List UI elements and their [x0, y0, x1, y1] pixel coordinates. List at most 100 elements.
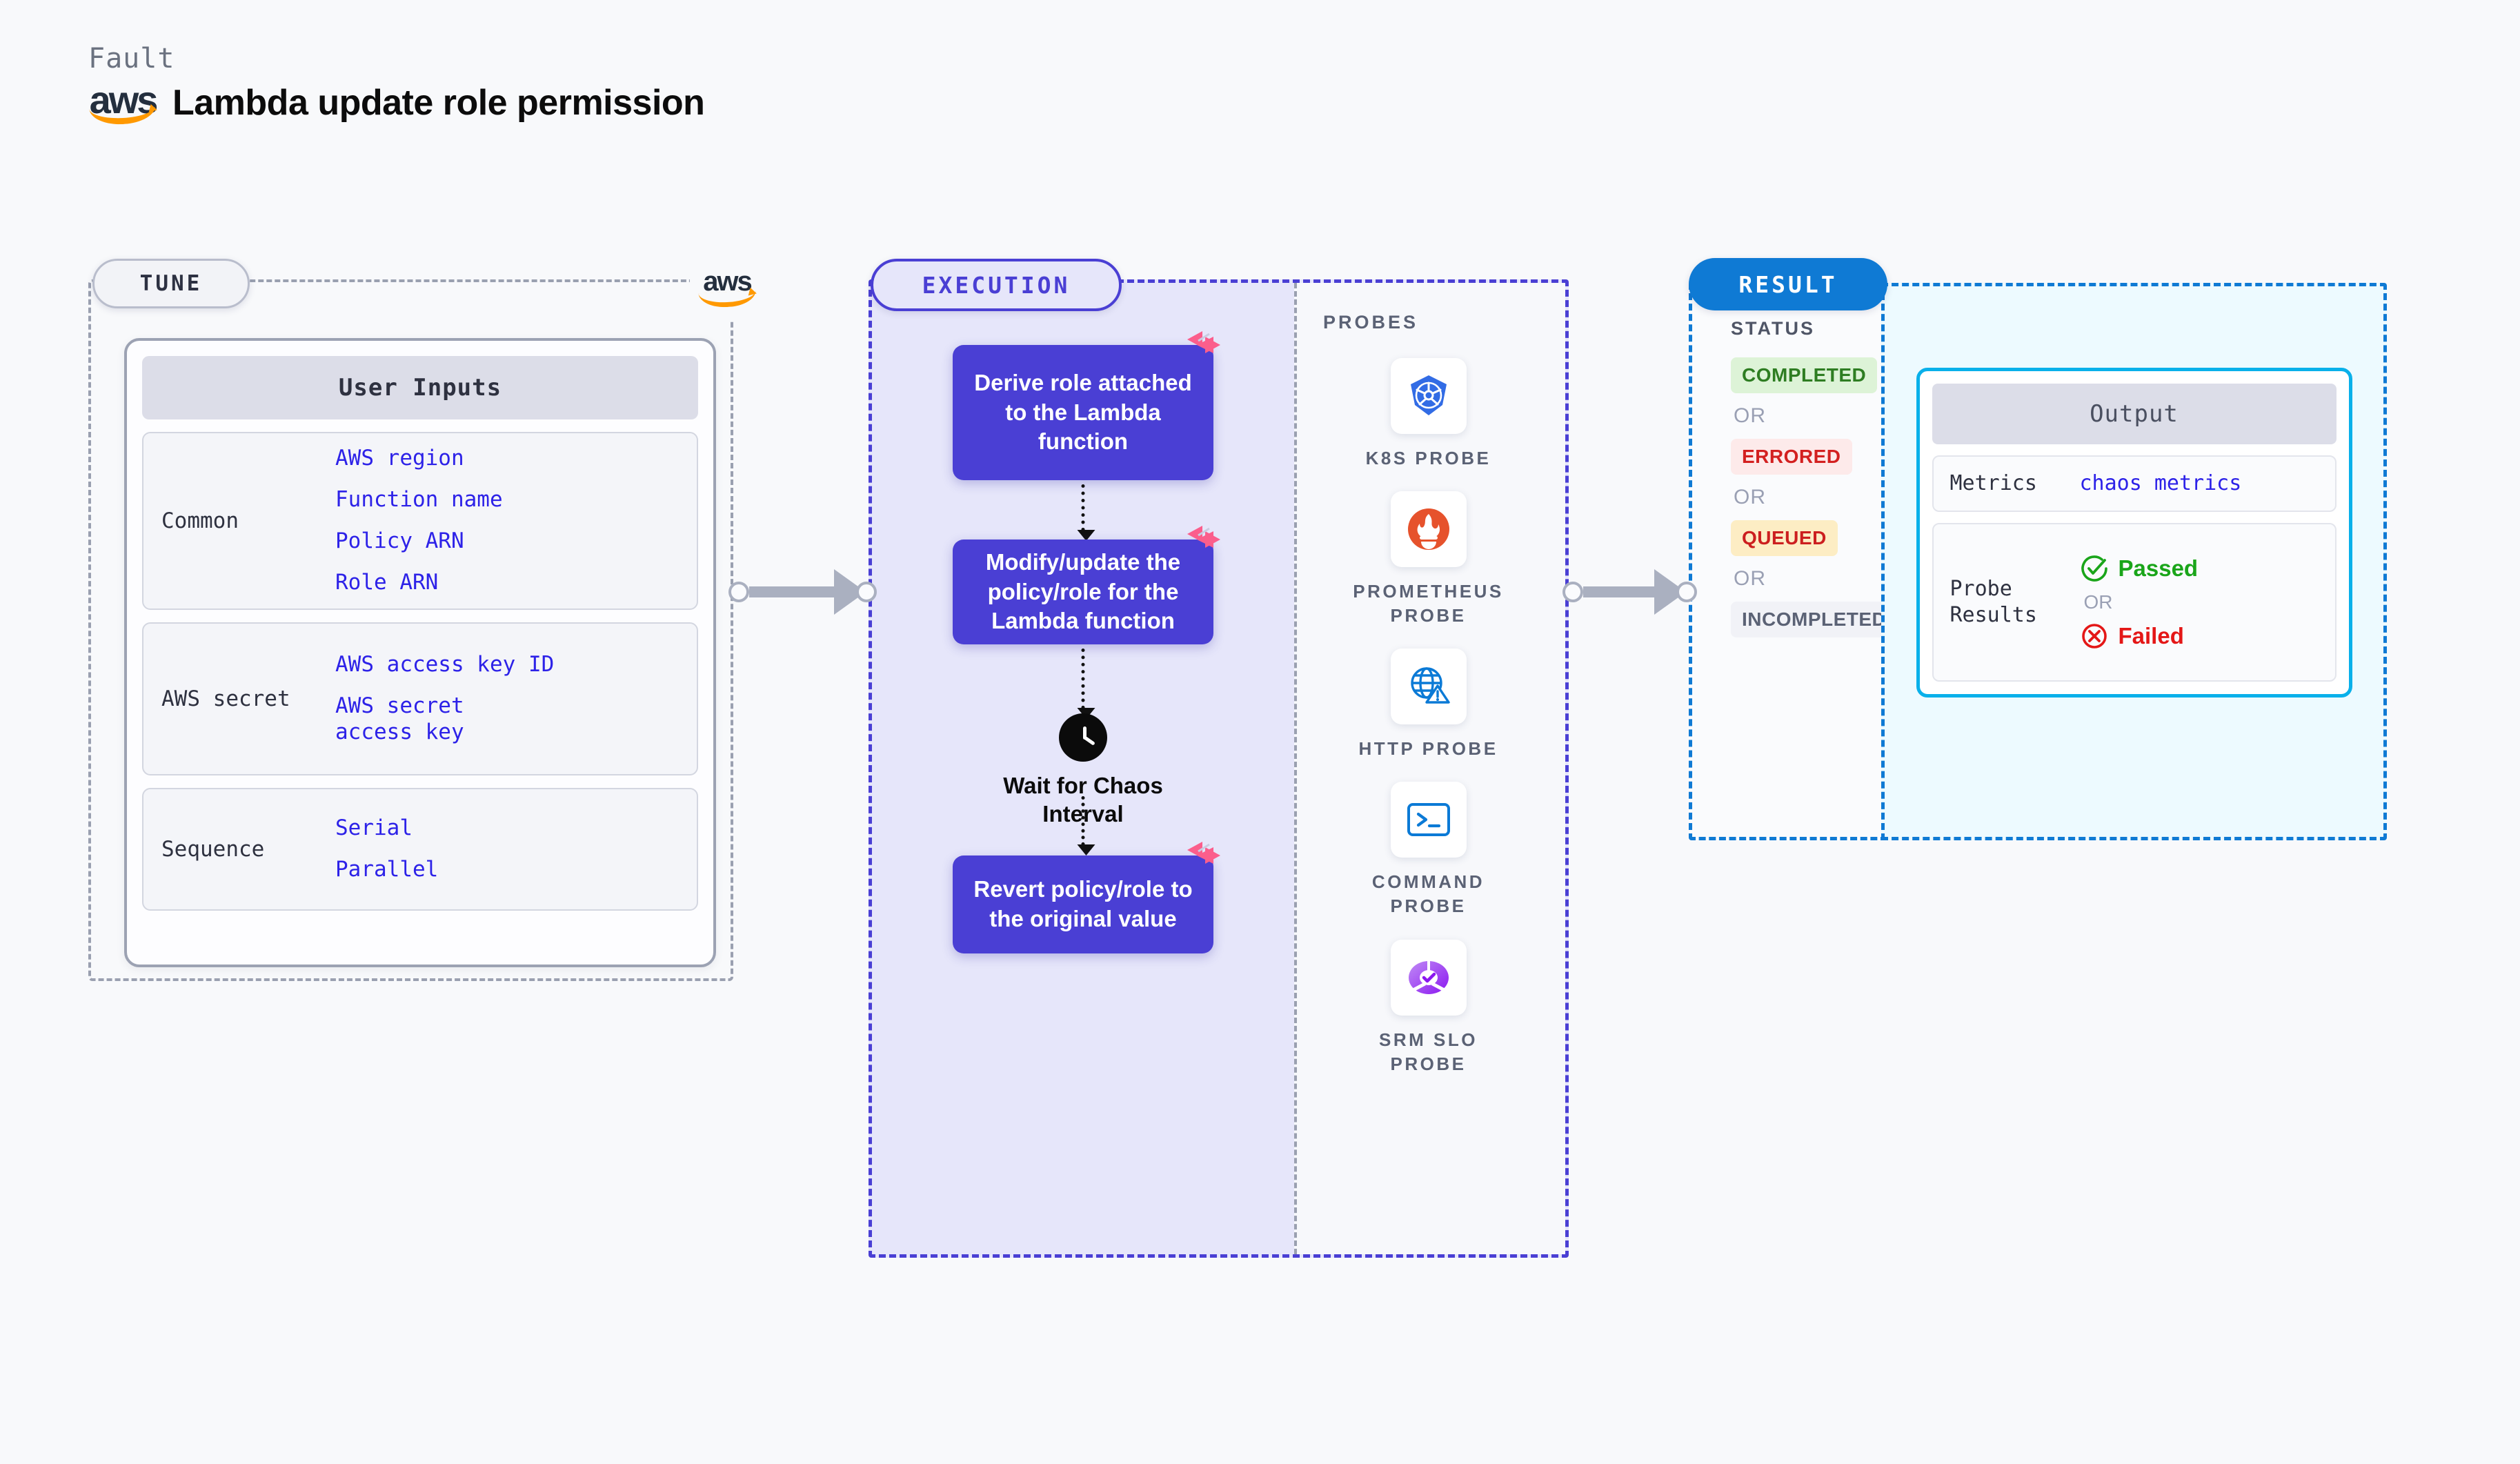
status-badge-completed: COMPLETED [1731, 357, 1878, 393]
metrics-label: Metrics [1949, 471, 2037, 495]
aws-swoosh-icon [89, 105, 157, 126]
connector-start-dot [728, 582, 749, 602]
output-row-metrics: Metrics chaos metrics [1932, 455, 2337, 512]
clock-icon [1059, 713, 1107, 762]
execution-step-revert-policy[interactable]: Revert policy/role to the original value [953, 842, 1220, 953]
tune-group-label: Sequence [161, 837, 265, 862]
connector-line [749, 586, 834, 597]
check-circle-icon [2081, 555, 2107, 582]
connector-execution-to-result [1562, 569, 1697, 615]
fault-label: Fault [88, 43, 175, 75]
x-circle-icon [2081, 623, 2107, 649]
tune-value[interactable]: AWS access key ID [335, 652, 555, 677]
output-card: Output Metrics chaos metrics Probe Resul… [1916, 368, 2352, 698]
probe-result-passed: Passed [2080, 554, 2199, 583]
result-status-section: STATUS COMPLETED OR ERRORED OR QUEUED OR… [1689, 283, 1898, 840]
execution-flow: Derive role attached to the Lambda funct… [872, 283, 1294, 1254]
execution-step-label: Modify/update the policy/role for the La… [985, 548, 1181, 634]
result-badge: RESULT [1689, 258, 1887, 310]
probe-item-prometheus[interactable]: PROMETHEUS PROBE [1339, 491, 1518, 628]
result-output-section: Output Metrics chaos metrics Probe Resul… [1881, 283, 2387, 840]
tune-group-aws-secret: AWS secret AWS access key ID AWS secret … [142, 622, 698, 775]
tune-value[interactable]: Serial [335, 815, 413, 841]
aws-inline-mark-icon: aws [697, 266, 758, 309]
probes-title: PROBES [1323, 312, 1419, 333]
status-or-label: OR [1734, 567, 1766, 590]
tune-value[interactable]: Role ARN [335, 569, 439, 595]
tune-value[interactable]: AWS secret access key [335, 693, 464, 744]
probe-results-label: Probe Results [1949, 577, 2037, 627]
tune-group-label: AWS secret [161, 686, 290, 711]
tune-group-values: AWS region Function name Policy ARN Role… [335, 446, 503, 595]
connector-line [1583, 586, 1654, 597]
http-globe-warning-icon [1410, 667, 1450, 704]
tune-group-values: AWS access key ID AWS secret access key [335, 652, 554, 745]
execution-arrow [1077, 649, 1095, 719]
probe-item-http[interactable]: HTTP PROBE [1339, 649, 1518, 761]
status-badge-queued: QUEUED [1731, 520, 1838, 556]
probe-results-values: Passed OR Failed [2080, 554, 2199, 651]
status-badge-incompleted: INCOMPLETED [1731, 602, 1898, 637]
probe-tile [1390, 491, 1467, 568]
tune-group-values: Serial Parallel [335, 815, 438, 883]
connector-end-dot [1676, 582, 1697, 602]
page-header: Fault aws Lambda update role permission [88, 43, 705, 126]
tune-group-common: Common AWS region Function name Policy A… [142, 432, 698, 610]
execution-arrow [1077, 484, 1095, 541]
probe-label: K8S PROBE [1365, 448, 1491, 468]
probe-tile [1390, 782, 1467, 858]
chaos-bolt-icon [1187, 331, 1220, 353]
tune-value[interactable]: Policy ARN [335, 528, 464, 553]
user-inputs-header: User Inputs [142, 356, 698, 419]
probe-item-command[interactable]: COMMAND PROBE [1339, 782, 1518, 918]
title-row: aws Lambda update role permission [88, 78, 705, 126]
probe-tile [1390, 649, 1467, 725]
srm-slo-donut-icon [1408, 959, 1449, 994]
probe-tile [1390, 358, 1467, 434]
kubernetes-icon [1410, 375, 1447, 415]
connector-end-dot [856, 582, 877, 602]
aws-logo-text: aws [89, 78, 159, 121]
probe-item-k8s[interactable]: K8S PROBE [1339, 358, 1518, 471]
probe-result-failed-label: Failed [2118, 622, 2184, 649]
aws-inline-swoosh-icon [698, 290, 756, 309]
prometheus-icon [1407, 508, 1449, 551]
output-header: Output [1932, 384, 2337, 444]
aws-inline-logo-text: aws [703, 266, 753, 297]
tune-value[interactable]: AWS region [335, 446, 464, 471]
probe-label: SRM SLO PROBE [1379, 1029, 1478, 1074]
tune-value[interactable]: Function name [335, 487, 503, 513]
execution-step-derive-role[interactable]: Derive role attached to the Lambda funct… [953, 331, 1220, 480]
tune-value[interactable]: Parallel [335, 857, 439, 882]
metrics-value[interactable]: chaos metrics [2079, 471, 2242, 496]
execution-badge: EXECUTION [871, 259, 1122, 311]
chaos-bolt-icon [1187, 842, 1220, 864]
terminal-icon [1407, 803, 1450, 837]
aws-inline-logo: aws [690, 254, 764, 322]
status-list: COMPLETED OR ERRORED OR QUEUED OR INCOMP… [1731, 357, 1898, 637]
tune-badge: TUNE [92, 259, 250, 308]
tune-group-sequence: Sequence Serial Parallel [142, 788, 698, 911]
aws-logo-icon: aws [88, 78, 159, 126]
probes-panel: PROBES [1294, 283, 1565, 1254]
tune-section [88, 279, 733, 981]
probe-result-or-label: OR [2083, 591, 2113, 613]
connector-start-dot [1562, 582, 1583, 602]
user-inputs-card: User Inputs Common AWS region Function n… [124, 338, 716, 967]
probe-result-passed-label: Passed [2118, 555, 2199, 581]
probe-result-failed: Failed [2080, 622, 2199, 651]
connector-tune-to-execution [728, 569, 877, 615]
status-title: STATUS [1731, 318, 1815, 339]
probe-tile [1390, 939, 1467, 1016]
tune-group-label: Common [161, 508, 239, 533]
probe-label: PROMETHEUS PROBE [1353, 581, 1504, 626]
execution-step-modify-policy[interactable]: Modify/update the policy/role for the La… [953, 526, 1220, 644]
page-title: Lambda update role permission [172, 83, 705, 123]
status-or-label: OR [1734, 486, 1766, 508]
probe-label: COMMAND PROBE [1371, 871, 1485, 917]
probe-label: HTTP PROBE [1358, 738, 1498, 760]
probe-item-srm-slo[interactable]: SRM SLO PROBE [1339, 939, 1518, 1076]
execution-section: Derive role attached to the Lambda funct… [869, 279, 1569, 1258]
status-badge-errored: ERRORED [1731, 439, 1852, 475]
execution-step-label: Derive role attached to the Lambda funct… [974, 369, 1192, 455]
